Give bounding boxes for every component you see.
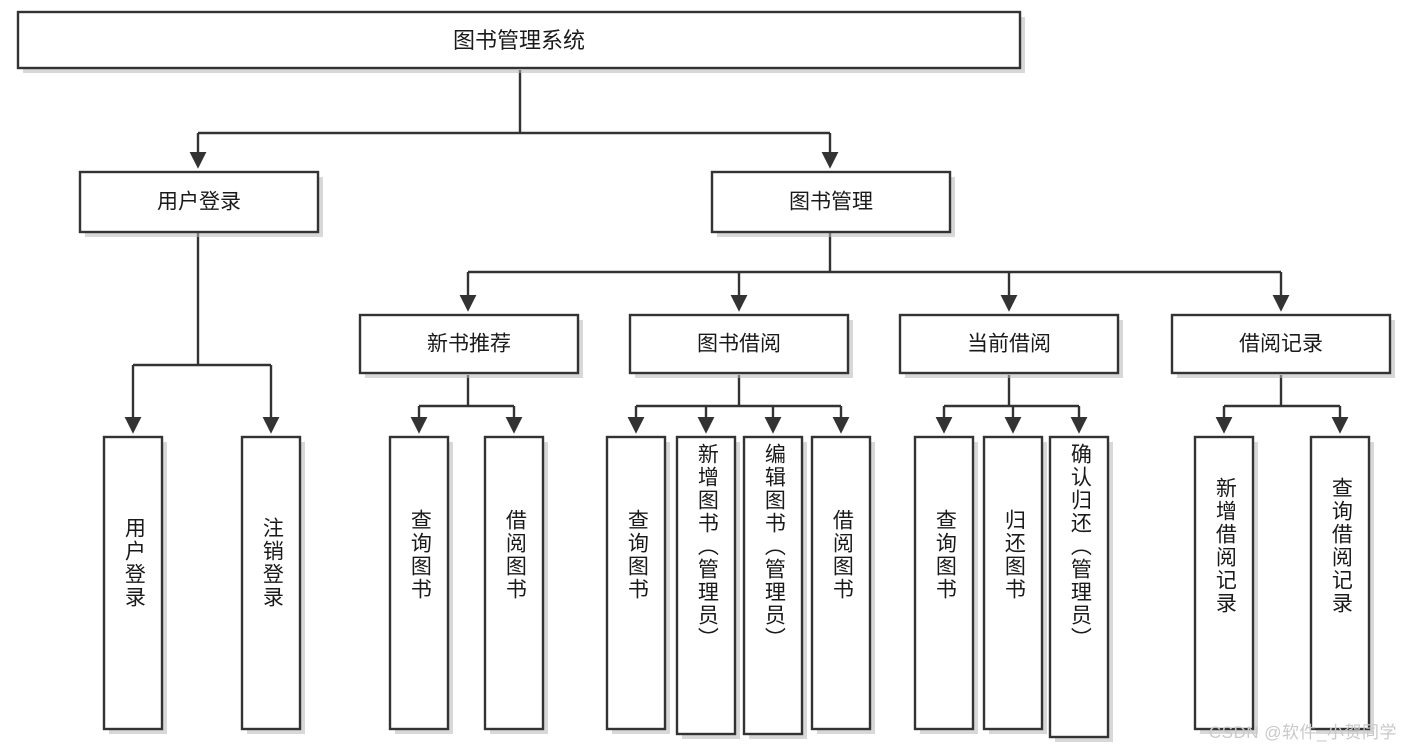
node-root-label: 图书管理系统: [453, 28, 585, 53]
watermark: CSDN @软件_小贺同学: [1208, 723, 1397, 742]
edge-group-new-book: [410, 375, 523, 434]
edge-group-user-login: [124, 233, 280, 434]
node-current-borrow[interactable]: 当前借阅: [898, 313, 1123, 378]
node-new-book-recommend[interactable]: 新书推荐: [358, 313, 583, 378]
node-book-management[interactable]: 图书管理: [710, 170, 955, 237]
leaf-box-new-book-1[interactable]: [388, 435, 450, 731]
leaf-box-current-borrow-3[interactable]: [1048, 435, 1110, 739]
node-book-management-label: 图书管理: [789, 191, 873, 214]
node-user-login[interactable]: 用户登录: [78, 170, 323, 237]
node-root[interactable]: 图书管理系统: [16, 10, 1025, 73]
node-new-book-recommend-label: 新书推荐: [427, 333, 511, 356]
leaf-box-user-login-1[interactable]: [102, 435, 164, 731]
node-borrow-record-label: 借阅记录: [1239, 333, 1323, 356]
leaf-group-borrow-record: [1193, 435, 1374, 734]
node-book-borrow[interactable]: 图书借阅: [628, 313, 853, 378]
node-current-borrow-label: 当前借阅: [967, 333, 1051, 356]
node-book-borrow-label: 图书借阅: [697, 333, 781, 356]
leaf-box-book-borrow-1[interactable]: [605, 435, 667, 731]
leaf-box-new-book-2[interactable]: [483, 435, 545, 731]
leaf-box-user-login-2[interactable]: [240, 435, 302, 731]
leaf-box-current-borrow-2[interactable]: [982, 435, 1044, 731]
leaf-box-current-borrow-1[interactable]: [913, 435, 975, 731]
leaf-group-new-book: [388, 435, 548, 734]
leaf-box-book-borrow-4[interactable]: [810, 435, 872, 731]
node-user-login-label: 用户登录: [157, 191, 241, 214]
node-borrow-record[interactable]: 借阅记录: [1170, 313, 1395, 378]
leaf-box-book-borrow-2[interactable]: [675, 435, 737, 736]
edge-group-book-borrow: [627, 375, 850, 434]
leaf-group-user-login: [102, 435, 305, 734]
edge-group-root: [189, 70, 839, 169]
leaf-box-borrow-record-1[interactable]: [1193, 435, 1255, 731]
edge-group-book-mgmt: [459, 233, 1290, 312]
edge-group-current-borrow: [935, 375, 1088, 434]
edge-group-borrow-record: [1215, 375, 1349, 434]
leaf-group-book-borrow: [605, 435, 875, 739]
leaf-box-book-borrow-3[interactable]: [742, 435, 804, 736]
leaf-group-current-borrow: [913, 435, 1113, 742]
leaf-box-borrow-record-2[interactable]: [1309, 435, 1371, 731]
